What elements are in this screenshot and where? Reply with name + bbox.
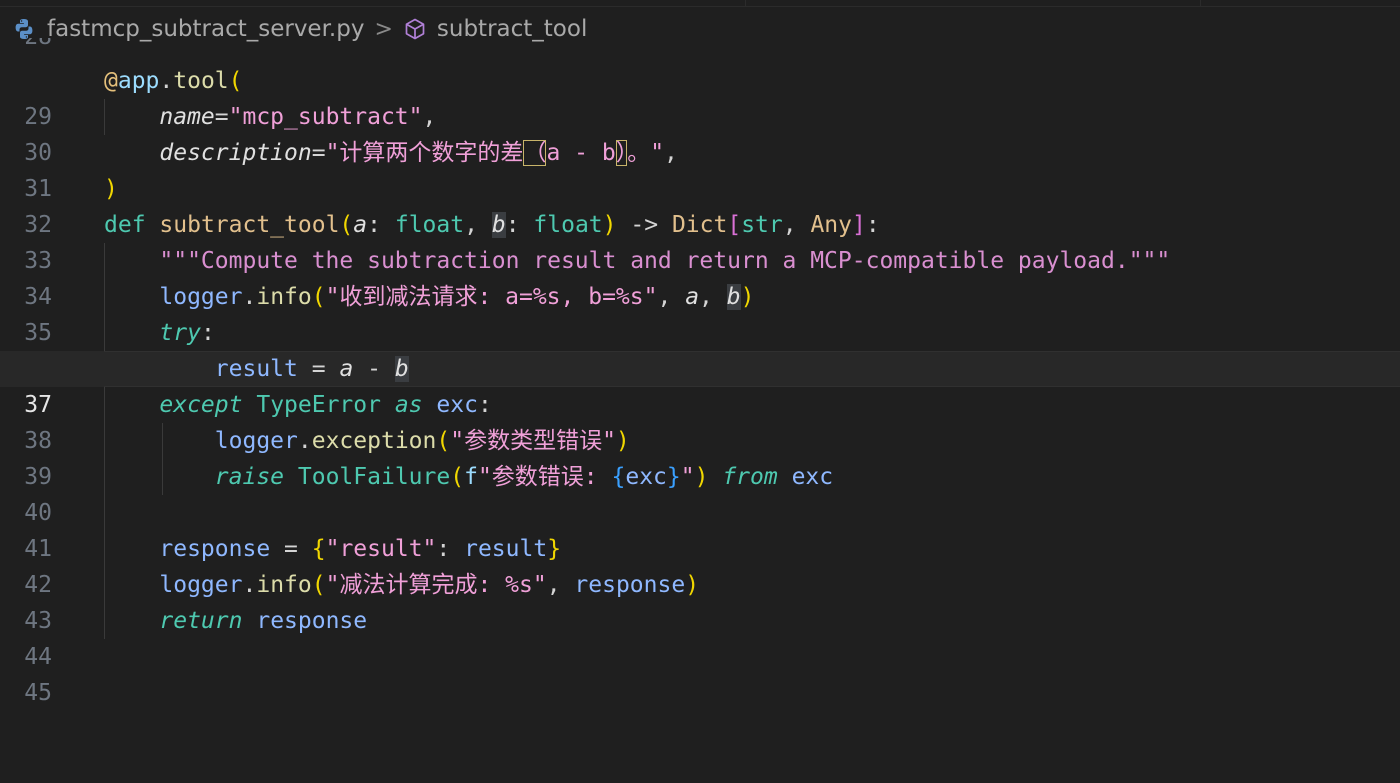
line-code: """Compute the subtraction result and re…: [159, 248, 1171, 274]
tab-strip-seam: [1200, 0, 1400, 7]
code-line: 45: [0, 639, 1400, 706]
code-line: 43 logger.info("减法计算完成: %s", response): [0, 567, 1400, 634]
line-code: ): [104, 176, 118, 202]
line-code: def subtract_tool(a: float, b: float) ->…: [104, 212, 880, 238]
line-number-peek: 28: [0, 38, 52, 50]
python-file-icon: [12, 16, 38, 42]
line-code: return response: [159, 608, 368, 634]
line-code: try:: [159, 320, 215, 346]
line-number: 39: [24, 464, 52, 490]
code-line: 39 logger.exception("参数类型错误"): [0, 423, 1400, 490]
line-number: 40: [24, 500, 52, 526]
line-number: 32: [24, 212, 52, 238]
line-code: description="计算两个数字的差（a - b）。",: [159, 140, 678, 166]
line-number: 43: [24, 608, 52, 634]
line-code: result = a - b: [214, 356, 409, 382]
line-number: 33: [24, 248, 52, 274]
code-line: 42 response = {"result": result}: [0, 531, 1400, 598]
code-line: 41: [0, 495, 1400, 562]
code-line: 36 try:: [0, 315, 1400, 382]
code-line: 44 return response: [0, 603, 1400, 670]
line-number: 42: [24, 572, 52, 598]
indent-guide: [162, 423, 163, 495]
code-line: 29 @app.tool(: [0, 63, 1400, 130]
code-line: 38 except TypeError as exc:: [0, 387, 1400, 454]
code-line: 40 raise ToolFailure(f"参数错误: {exc}") fro…: [0, 459, 1400, 526]
code-line: 34 """Compute the subtraction result and…: [0, 243, 1400, 310]
line-code: logger.exception("参数类型错误"): [214, 428, 630, 454]
bracket-match-highlight: ）: [615, 140, 628, 166]
cursor-symbol: b: [394, 356, 409, 382]
code-line: 31 description="计算两个数字的差（a - b）。",: [0, 135, 1400, 202]
line-code: response = {"result": result}: [159, 536, 562, 562]
breadcrumb-symbol[interactable]: subtract_tool: [436, 16, 588, 42]
line-number: 45: [24, 680, 52, 706]
line-number: 35: [24, 320, 52, 346]
code-line: 32 ): [0, 171, 1400, 238]
line-number: 29: [24, 104, 52, 130]
indent-guide: [104, 99, 105, 135]
line-number: 37: [24, 392, 52, 418]
indent-guide: [104, 243, 105, 639]
tab-strip-seam: [0, 0, 745, 7]
code-editor[interactable]: 29 @app.tool( 30 name="mcp_subtract", 31…: [0, 63, 1400, 706]
line-code: logger.info("减法计算完成: %s", response): [159, 572, 700, 598]
code-line-current: 37 result = a - b: [0, 351, 1400, 418]
tab-strip-seam: [745, 0, 1201, 7]
line-code: @app.tool(: [104, 68, 243, 94]
code-line: 35 logger.info("收到减法请求: a=%s, b=%s", a, …: [0, 279, 1400, 346]
line-number: 44: [24, 644, 52, 670]
bracket-match-highlight: （: [523, 140, 547, 166]
line-number: 34: [24, 284, 52, 310]
line-number: 31: [24, 176, 52, 202]
breadcrumb-file[interactable]: fastmcp_subtract_server.py: [47, 16, 365, 42]
breadcrumb: fastmcp_subtract_server.py > subtract_to…: [0, 10, 1400, 48]
code-line: 30 name="mcp_subtract",: [0, 99, 1400, 166]
line-code: except TypeError as exc:: [159, 392, 492, 418]
line-code: raise ToolFailure(f"参数错误: {exc}") from e…: [214, 464, 834, 490]
line-code: name="mcp_subtract",: [159, 104, 437, 130]
breadcrumb-separator: >: [374, 16, 393, 42]
code-line: 33 def subtract_tool(a: float, b: float)…: [0, 207, 1400, 274]
line-number: 38: [24, 428, 52, 454]
line-number: 41: [24, 536, 52, 562]
method-cube-icon: [403, 16, 429, 42]
line-number: 30: [24, 140, 52, 166]
line-code: logger.info("收到减法请求: a=%s, b=%s", a, b): [159, 284, 755, 310]
